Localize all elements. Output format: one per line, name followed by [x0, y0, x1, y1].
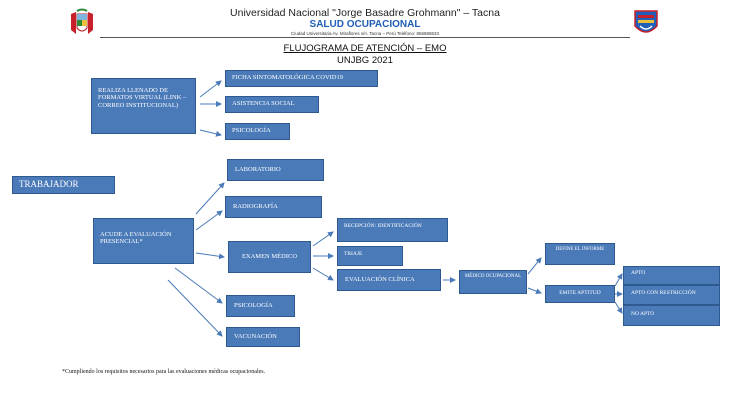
node-laboratorio: LABORATORIO: [227, 159, 324, 181]
node-medico: MÉDICO OCUPACIONAL: [459, 270, 527, 294]
node-recepcion: RECEPCIÓN: IDENTIFICACIÓN: [337, 218, 448, 242]
arrow-virtual-to-ficha: [199, 80, 222, 98]
node-ficha: FICHA SINTOMATOLÓGICA COVID19: [225, 70, 378, 87]
arrow-presencial-to-examen: [195, 252, 225, 260]
node-recepcion-label: RECEPCIÓN: IDENTIFICACIÓN: [344, 223, 422, 229]
node-laboratorio-label: LABORATORIO: [235, 166, 281, 173]
arrow-examen-to-evaluacion: [312, 267, 334, 281]
node-psicologia-presencial: PSICOLOGÍA: [226, 295, 295, 317]
node-no-apto: NO APTO: [623, 305, 720, 326]
university-name: Universidad Nacional "Jorge Basadre Groh…: [230, 7, 500, 19]
node-vacunacion: VACUNACIÓN: [226, 327, 300, 347]
node-trabajador: TRABAJADOR: [12, 176, 115, 194]
node-virtual: REALIZA LLENADO DE FORMATOS VIRTUAL (LIN…: [91, 78, 196, 134]
department-name: SALUD OCUPACIONAL: [309, 19, 421, 30]
arrow-virtual-to-psicologia: [199, 129, 222, 137]
node-ficha-label: FICHA SINTOMATOLÓGICA COVID19: [232, 74, 343, 81]
university-address: Ciudad Universitaria Av. Miraflores s/n.…: [290, 31, 439, 36]
node-aptitud-label: EMITE APTITUD: [559, 290, 601, 296]
node-asistencia-label: ASISTENCIA SOCIAL: [232, 100, 295, 107]
node-aptitud: EMITE APTITUD: [545, 285, 615, 303]
node-medico-label: MÉDICO OCUPACIONAL: [464, 274, 522, 279]
arrow-aptitud-to-no-apto: [614, 301, 623, 314]
arrow-medico-to-informe: [527, 257, 542, 275]
node-apto-restriccion-label: APTO CON RESTRICCIÓN: [631, 290, 696, 296]
node-evaluacion: EVALUACIÓN CLÍNICA: [337, 269, 441, 291]
node-no-apto-label: NO APTO: [631, 311, 655, 317]
node-apto-label: APTO: [631, 270, 646, 276]
arrow-presencial-to-laboratorio: [195, 182, 225, 215]
arrow-presencial-to-vacunacion: [167, 279, 223, 337]
node-apto-restriccion: APTO CON RESTRICCIÓN: [623, 285, 720, 305]
node-presencial: ACUDE A EVALUACIÓN PRESENCIAL*: [93, 218, 194, 264]
node-virtual-label: REALIZA LLENADO DE FORMATOS VIRTUAL (LIN…: [98, 87, 187, 109]
diagram-title: FLUJOGRAMA DE ATENCIÓN – EMO: [283, 43, 447, 54]
node-psicologia-virtual-label: PSICOLOGÍA: [232, 127, 271, 134]
header-divider: [100, 37, 630, 38]
node-radiografia: RADIOGRAFÍA: [225, 196, 322, 218]
arrow-medico-to-aptitud: [527, 287, 542, 295]
arrow-aptitud-to-apto: [614, 273, 623, 287]
node-trabajador-label: TRABAJADOR: [19, 179, 79, 189]
footnote: *Cumpliendo los requisitos necesarios pa…: [62, 369, 266, 375]
node-radiografia-label: RADIOGRAFÍA: [233, 203, 278, 210]
node-presencial-label: ACUDE A EVALUACIÓN PRESENCIAL*: [100, 231, 172, 246]
node-examen-label: EXAMEN MÉDICO: [241, 253, 298, 260]
unjbg-shield-logo: [632, 8, 660, 40]
node-informe: DEFINE EL INFORME: [545, 243, 615, 265]
node-asistencia: ASISTENCIA SOCIAL: [225, 96, 319, 113]
node-psicologia-presencial-label: PSICOLOGÍA: [234, 302, 273, 309]
node-vacunacion-label: VACUNACIÓN: [234, 333, 277, 340]
peru-emblem-logo: [68, 8, 96, 38]
node-triaje: TRIAJE: [337, 246, 403, 266]
node-informe-label: DEFINE EL INFORME: [555, 247, 605, 252]
node-evaluacion-label: EVALUACIÓN CLÍNICA: [345, 276, 415, 283]
node-triaje-label: TRIAJE: [344, 251, 363, 257]
arrow-examen-to-recepcion: [312, 231, 334, 247]
node-apto: APTO: [623, 266, 720, 285]
node-psicologia-virtual: PSICOLOGÍA: [225, 123, 290, 140]
diagram-subtitle: UNJBG 2021: [337, 55, 393, 66]
arrow-presencial-to-psicologia: [174, 267, 223, 304]
node-examen: EXAMEN MÉDICO: [228, 241, 311, 273]
arrow-presencial-to-radiografia: [195, 210, 223, 231]
